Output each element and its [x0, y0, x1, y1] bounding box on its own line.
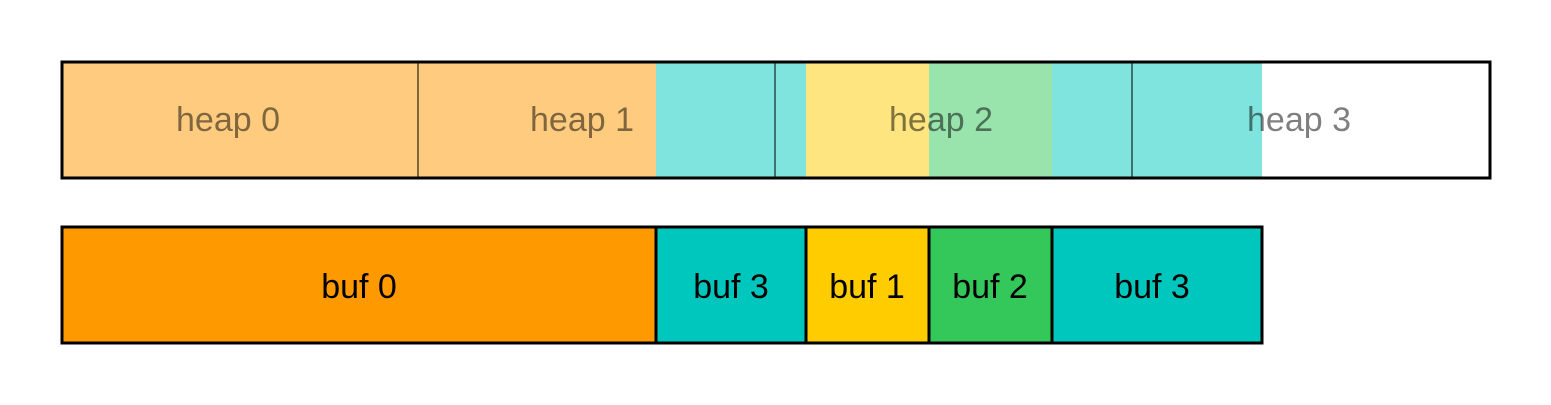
heap-outline	[60, 60, 1492, 180]
heap-overlay-buf-1	[806, 62, 929, 178]
buffer-label-3: buf 2	[952, 268, 1028, 306]
heap-label-0: heap 0	[176, 101, 280, 139]
heap-overlay-buf-2	[929, 62, 1052, 178]
buffer-label-1: buf 3	[693, 268, 769, 306]
buffer-block-1	[654, 225, 808, 345]
heap-overlay-buf-0	[62, 62, 656, 178]
heap-label-2: heap 2	[889, 101, 993, 139]
heap-row: heap 0 heap 1 heap 2 heap 3	[60, 60, 1492, 180]
heap-overlay-buf-3b	[1052, 62, 1262, 178]
buffer-block-2	[804, 225, 931, 345]
buffer-block-4	[1050, 225, 1264, 345]
buffer-row: buf 0 buf 3 buf 1 buf 2 buf 3	[60, 225, 1264, 345]
heap-overlay-buf-3a	[656, 62, 806, 178]
buffer-block-0	[60, 225, 658, 345]
buffer-block-3	[927, 225, 1054, 345]
buffer-label-4: buf 3	[1114, 268, 1190, 306]
buffer-label-0: buf 0	[321, 268, 397, 306]
heap-label-1: heap 1	[530, 101, 634, 139]
heap-label-3: heap 3	[1247, 101, 1351, 139]
buffer-label-2: buf 1	[829, 268, 905, 306]
